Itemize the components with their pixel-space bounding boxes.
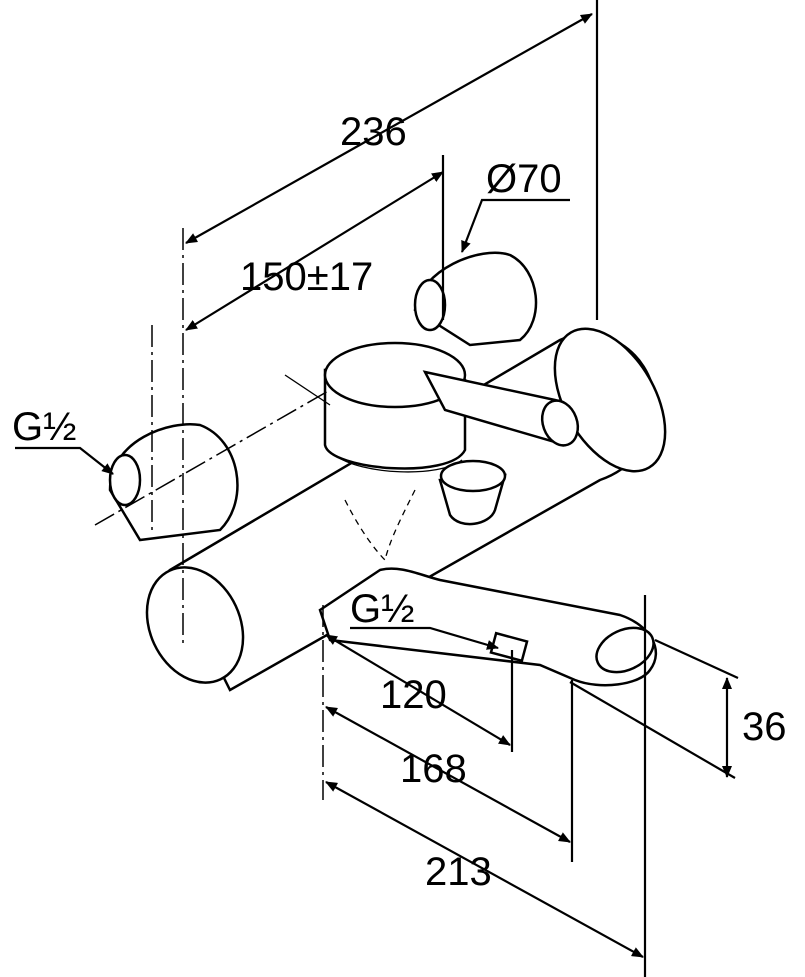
- dim-150-label: 150±17: [240, 255, 373, 299]
- dimension-lines: [15, 13, 732, 958]
- faucet-body: [108, 251, 667, 692]
- dim-213-label: 213: [425, 850, 492, 894]
- dim-diameter-label: Ø70: [486, 157, 562, 201]
- inlet-thread-label: G½: [12, 405, 76, 449]
- dim-36-label: 36: [742, 705, 787, 749]
- dim-168-label: 168: [400, 747, 467, 791]
- outlet-thread-label: G½: [350, 587, 414, 631]
- dim-236-label: 236: [340, 110, 407, 154]
- dim-120-label: 120: [380, 673, 447, 717]
